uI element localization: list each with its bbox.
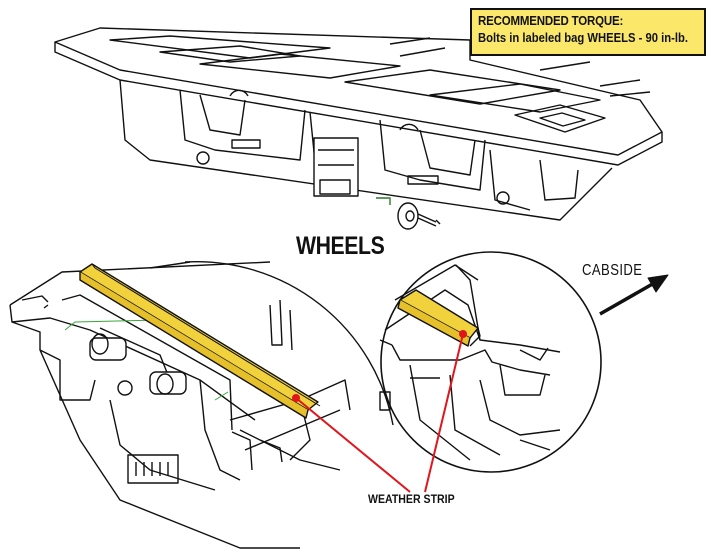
wheels-label: WHEELS: [296, 232, 385, 260]
closeup-left-drawing: [9, 261, 351, 549]
weather-strip-right: [397, 289, 481, 347]
torque-text: Bolts in labeled bag WHEELS - 90 in-lb.: [478, 31, 689, 45]
closeup-right-drawing: [379, 251, 602, 473]
cabside-arrow-icon: [599, 274, 669, 316]
weather-strip-left: [79, 263, 321, 419]
magnifier-outline: [184, 260, 394, 426]
cabside-label: CABSIDE: [582, 262, 643, 279]
weather-strip-label: WEATHER STRIP: [368, 492, 455, 506]
torque-title: RECOMMENDED TORQUE:: [478, 14, 624, 28]
torque-callout: RECOMMENDED TORQUE: Bolts in labeled bag…: [470, 8, 706, 56]
top-assembly-drawing: [54, 27, 663, 230]
weather-strip-pointers: [292, 330, 467, 493]
